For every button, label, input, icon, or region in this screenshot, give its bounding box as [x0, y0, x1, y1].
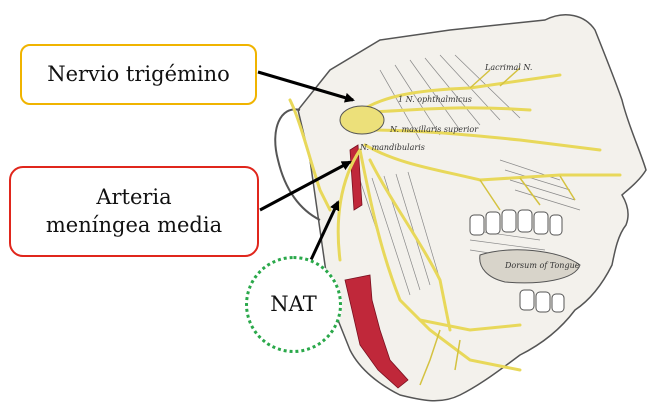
label-arteria-line1: Arteria [46, 184, 222, 211]
label-n-maxillaris: N. maxillaris superior [389, 125, 479, 134]
label-dorsum: Dorsum of Tongue [504, 261, 580, 270]
face-outline [298, 15, 646, 401]
label-nervio-trigemino-text: Nervio trigémino [47, 61, 230, 88]
trigeminal-ganglion [340, 106, 384, 134]
label-nat-text: NAT [270, 291, 316, 318]
label-arteria-meningea-media: Arteria meníngea media [9, 166, 259, 257]
label-lacrimal: Lacrimal N. [484, 63, 532, 72]
label-arteria-line2: meníngea media [46, 212, 222, 239]
label-n-ophthalmicus: 1 N. ophthalmicus [398, 95, 472, 104]
label-nat: NAT [245, 256, 342, 353]
label-nervio-trigemino: Nervio trigémino [20, 44, 257, 105]
label-n-mandibularis: N. mandibularis [359, 143, 425, 152]
